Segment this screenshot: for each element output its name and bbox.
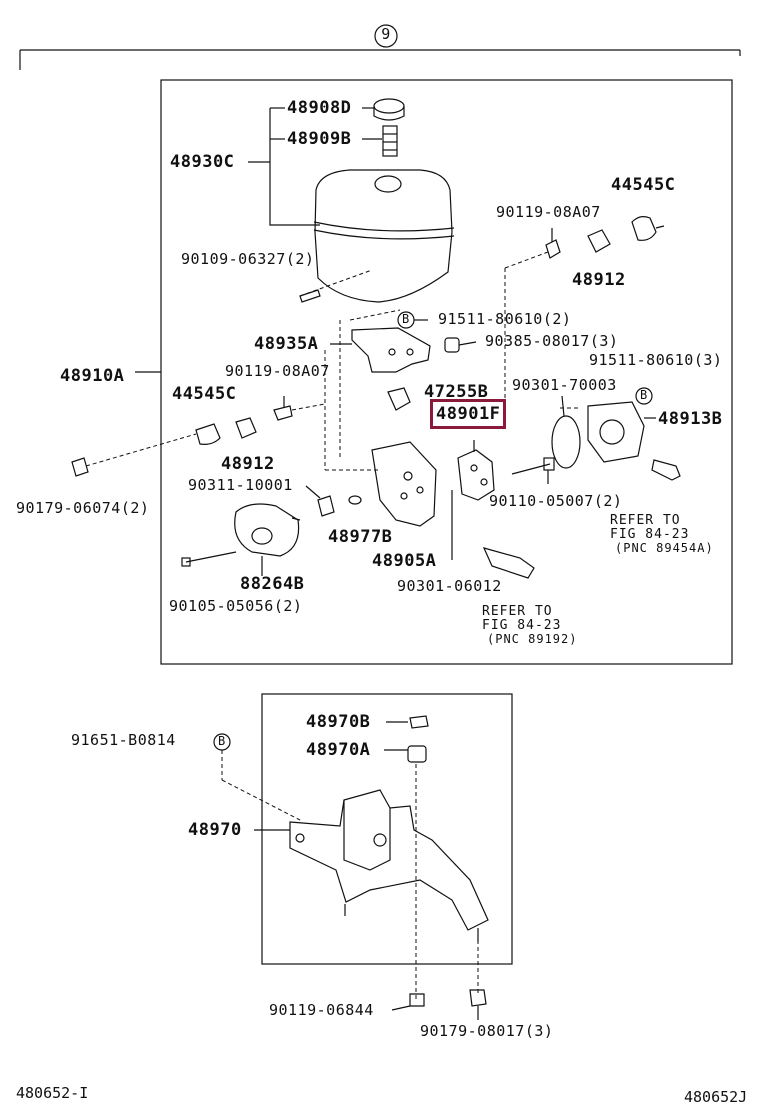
strainer-icon [382,125,398,157]
part-label-90105-05056[interactable]: 90105-05056(2) [169,597,303,615]
part-label-48909B[interactable]: 48909B [287,129,352,149]
bolt-90105-icon [185,551,237,563]
part-label-90385-08017[interactable]: 90385-08017(3) [485,332,619,350]
bolt-icon [545,239,561,259]
part-label-90119-08A07-left[interactable]: 90119-08A07 [225,362,330,380]
part-label-48930C[interactable]: 48930C [170,152,235,172]
bracket-48935A-icon [351,327,431,373]
part-label-48905A[interactable]: 48905A [372,551,437,571]
nut-90179-08017-icon [469,989,487,1007]
part-label-90119-08A07-top[interactable]: 90119-08A07 [496,203,601,221]
refer-note-2-line1: REFER TO [482,604,553,619]
gasket-icon [551,415,581,469]
refer-note-1-line2: FIG 84-23 [610,527,690,542]
part-label-48908D[interactable]: 48908D [287,98,352,118]
bushing-48970A-icon [407,745,427,763]
reservoir-cap-icon [373,98,405,114]
part-label-48910A[interactable]: 48910A [60,366,125,386]
footer-left-code: 480652-I [16,1084,89,1102]
part-label-48912-top[interactable]: 48912 [572,270,626,290]
grommet-left-icon [235,417,257,439]
bolt-48970B-icon [409,715,429,729]
part-label-90110-05007[interactable]: 90110-05007(2) [489,492,623,510]
sensor-right-icon [651,459,681,481]
seal-47255B-icon [387,387,411,411]
bolt-90109-icon [299,289,321,303]
bracket-48930C [269,108,320,226]
cap-44545C-icon [631,216,657,241]
refer-note-1-line1: REFER TO [610,513,681,528]
cover-48913B-icon [587,401,645,463]
part-48901F-icon [457,449,495,501]
marker-b-circle-3 [213,733,231,751]
marker-b-2: B [640,388,648,402]
part-label-91511-80610-2[interactable]: 91511-80610(2) [438,310,572,328]
part-label-90311-10001[interactable]: 90311-10001 [188,476,293,494]
bolt-left-icon [273,405,293,421]
marker-b-1: B [402,312,410,326]
grommet-icon [587,229,611,253]
part-label-90179-06074[interactable]: 90179-06074(2) [16,499,150,517]
marker-b-3: B [218,734,226,748]
refer-note-2-line3: (PNC 89192) [487,632,578,646]
part-label-90109-06327[interactable]: 90109-06327(2) [181,250,315,268]
part-label-91511-80610-3[interactable]: 91511-80610(3) [589,351,723,369]
section-number: 9 [381,25,391,43]
cap-left-icon [195,423,221,445]
part-label-47255B[interactable]: 47255B [424,382,489,402]
refer-note-1-line3: (PNC 89454A) [615,541,714,555]
part-label-48901F-highlighted[interactable]: 48901F [430,399,507,429]
motor-88264B-icon [234,503,300,557]
part-label-91651-B0814[interactable]: 91651-B0814 [71,731,176,749]
sensor-lower-icon [482,547,535,579]
section-circle [374,24,398,48]
reservoir-icon [314,169,453,303]
lower-bracket-box [261,693,513,965]
part-label-48970B[interactable]: 48970B [306,712,371,732]
footer-right-code: 480652J [684,1088,748,1106]
part-label-90179-08017[interactable]: 90179-08017(3) [420,1022,554,1040]
refer-note-2-line2: FIG 84-23 [482,618,562,633]
part-label-48970A[interactable]: 48970A [306,740,371,760]
nut-90179-icon [71,457,89,477]
part-label-44545C-left[interactable]: 44545C [172,384,237,404]
part-label-48970[interactable]: 48970 [188,820,242,840]
bracket-48970-icon [289,789,489,931]
part-label-48912-left[interactable]: 48912 [221,454,275,474]
seal-90311-icon [317,495,335,517]
bolt-90119-06844-icon [409,993,425,1007]
bushing-icon [444,337,460,353]
part-label-88264B[interactable]: 88264B [240,574,305,594]
part-label-48913B[interactable]: 48913B [658,409,723,429]
part-label-90301-70003[interactable]: 90301-70003 [512,376,617,394]
part-label-90119-06844[interactable]: 90119-06844 [269,1001,374,1019]
part-label-48977B[interactable]: 48977B [328,527,393,547]
part-label-44545C-top[interactable]: 44545C [611,175,676,195]
valve-body-icon [371,441,437,527]
marker-b-circle-2 [635,387,653,405]
washer-48977B-icon [348,495,362,505]
part-label-90301-06012[interactable]: 90301-06012 [397,577,502,595]
part-label-48935A[interactable]: 48935A [254,334,319,354]
